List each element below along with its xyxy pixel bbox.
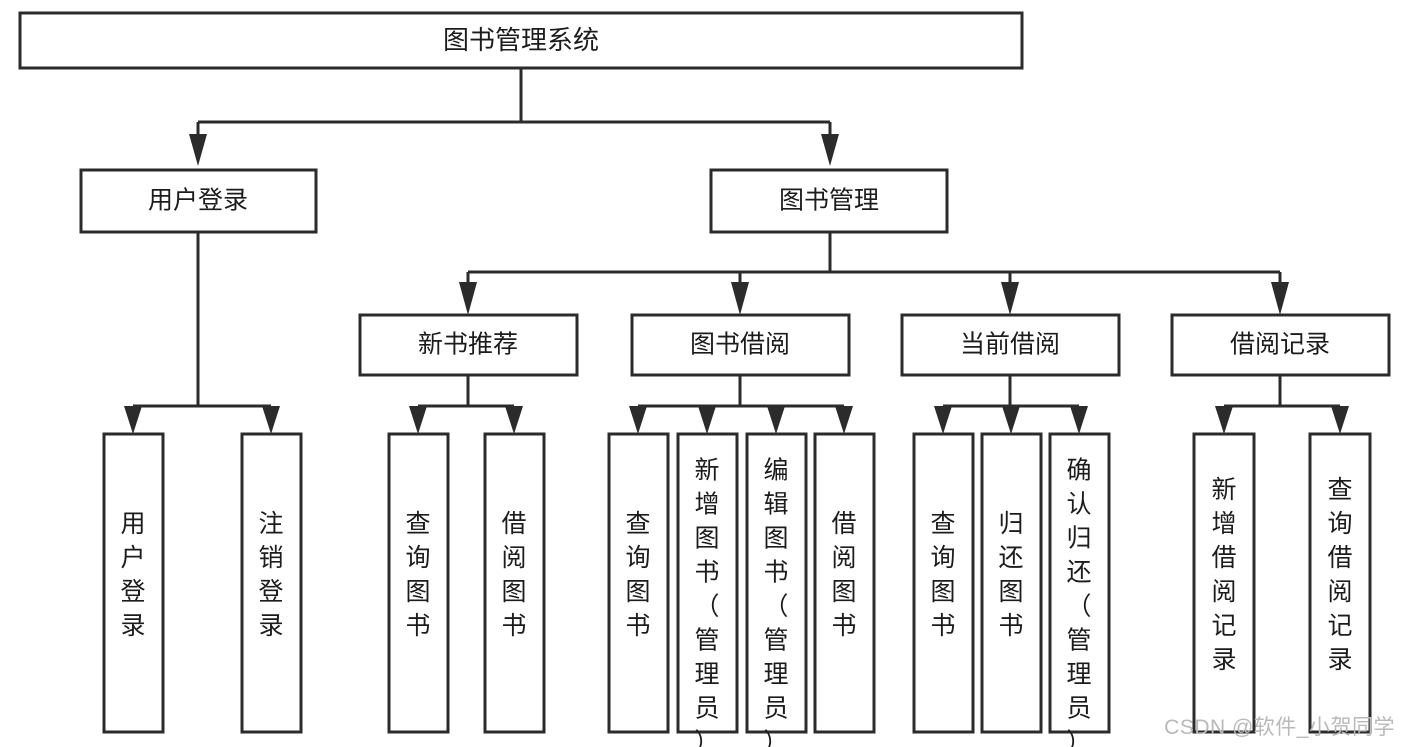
connectors-borrow-record-to-leaves — [1215, 375, 1349, 434]
node-root-label: 图书管理系统 — [443, 25, 599, 55]
leaf-box-user-login-2[interactable] — [240, 432, 303, 734]
arrow-icon-borrow-record — [1271, 282, 1289, 315]
leaf-label-current-borrow-2: 归还图书 — [998, 510, 1023, 640]
leaf-node[interactable]: 查询借阅记录 — [1308, 432, 1372, 734]
arrow-icon-ul-leaf2 — [262, 406, 280, 434]
arrow-icon-br-leaf1 — [1215, 406, 1233, 434]
leaf-label-borrow-record-1: 新增借阅记录 — [1211, 476, 1236, 674]
arrow-icon-bb-leaf2 — [698, 406, 716, 434]
leaf-node[interactable]: 注销登录 — [240, 432, 303, 734]
node-borrow-record-box[interactable] — [1170, 313, 1391, 377]
leaf-node[interactable]: 借阅图书 — [813, 432, 876, 734]
connectors-current-borrow-to-leaves — [934, 375, 1088, 434]
arrow-icon-book-manage — [821, 134, 839, 166]
leaf-label-book-borrow-2: 新增图书（管理员） — [694, 457, 719, 747]
leaf-label-new-book-1: 查询图书 — [405, 510, 430, 640]
leaf-box-user-login-1[interactable] — [102, 432, 165, 734]
arrow-icon-nb-leaf1 — [409, 406, 427, 434]
leaf-node[interactable]: 新增借阅记录 — [1192, 432, 1256, 734]
leaf-label-current-borrow-3: 确认归还（管理员） — [1066, 457, 1091, 747]
node-root[interactable]: 图书管理系统 — [18, 11, 1024, 70]
arrow-icon-cb-leaf1 — [934, 406, 952, 434]
node-borrow-record[interactable]: 借阅记录 — [1170, 313, 1391, 377]
leaf-label-new-book-2: 借阅图书 — [501, 510, 526, 640]
node-book-borrow-label: 图书借阅 — [690, 331, 790, 359]
node-book-manage[interactable]: 图书管理 — [709, 168, 949, 234]
leaf-box-current-borrow-3[interactable] — [1048, 432, 1111, 734]
leaf-label-current-borrow-1: 查询图书 — [930, 510, 955, 640]
leaf-box-book-borrow-2[interactable] — [676, 432, 739, 734]
node-user-login-label: 用户登录 — [148, 187, 248, 215]
node-book-borrow[interactable]: 图书借阅 — [630, 313, 851, 377]
leaf-node[interactable]: 归还图书 — [980, 432, 1043, 734]
connectors-root-to-level1 — [189, 68, 839, 166]
connectors-book-borrow-to-leaves — [629, 375, 853, 434]
arrow-icon-cb-leaf3 — [1070, 406, 1088, 434]
leaf-node[interactable]: 查询图书 — [912, 432, 975, 734]
connectors-book-manage-to-level2 — [459, 232, 1289, 315]
leaf-label-user-login-2: 注销登录 — [258, 510, 283, 640]
leaf-box-book-borrow-4[interactable] — [813, 432, 876, 734]
leaf-node[interactable]: 编辑图书（管理员） — [745, 432, 808, 747]
leaf-node[interactable]: 用户登录 — [102, 432, 165, 734]
arrow-icon-user-login — [189, 134, 207, 166]
node-user-login[interactable]: 用户登录 — [79, 168, 318, 234]
leaf-box-current-borrow-1[interactable] — [912, 432, 975, 734]
leaf-node[interactable]: 查询图书 — [387, 432, 450, 734]
node-current-borrow-box[interactable] — [900, 313, 1121, 377]
leaf-box-borrow-record-1[interactable] — [1192, 432, 1256, 734]
node-book-manage-box[interactable] — [709, 168, 949, 234]
arrow-icon-br-leaf2 — [1331, 406, 1349, 434]
leaf-box-new-book-1[interactable] — [387, 432, 450, 734]
leaf-box-book-borrow-3[interactable] — [745, 432, 808, 734]
arrow-icon-cb-leaf2 — [1002, 406, 1020, 434]
node-book-manage-label: 图书管理 — [779, 187, 879, 215]
node-current-borrow[interactable]: 当前借阅 — [900, 313, 1121, 377]
arrow-icon-book-borrow — [731, 282, 749, 315]
leaf-box-borrow-record-2[interactable] — [1308, 432, 1372, 734]
leaf-label-borrow-record-2: 查询借阅记录 — [1327, 476, 1352, 674]
leaf-label-user-login-1: 用户登录 — [120, 510, 145, 640]
leaf-node[interactable]: 借阅图书 — [483, 432, 546, 734]
node-root-box[interactable] — [18, 11, 1024, 70]
leaf-node[interactable]: 确认归还（管理员） — [1048, 432, 1111, 747]
arrow-icon-bb-leaf1 — [629, 406, 647, 434]
node-new-book-recommend[interactable]: 新书推荐 — [358, 313, 579, 377]
node-borrow-record-label: 借阅记录 — [1230, 331, 1330, 359]
leaf-label-book-borrow-1: 查询图书 — [625, 510, 650, 640]
connectors-new-book-to-leaves — [409, 375, 523, 434]
arrow-icon-current-borrow — [1001, 282, 1019, 315]
node-new-book-recommend-box[interactable] — [358, 313, 579, 377]
leaf-node[interactable]: 查询图书 — [607, 432, 670, 734]
arrow-icon-nb-leaf2 — [505, 406, 523, 434]
arrow-icon-bb-leaf3 — [767, 406, 785, 434]
leaf-box-current-borrow-2[interactable] — [980, 432, 1043, 734]
leaf-box-book-borrow-1[interactable] — [607, 432, 670, 734]
arrow-icon-ul-leaf1 — [124, 406, 142, 434]
node-user-login-box[interactable] — [79, 168, 318, 234]
connectors-user-login-to-leaves — [124, 232, 280, 434]
leaf-node[interactable]: 新增图书（管理员） — [676, 432, 739, 747]
node-current-borrow-label: 当前借阅 — [960, 331, 1060, 359]
arrow-icon-new-book — [459, 282, 477, 315]
leaf-label-book-borrow-3: 编辑图书（管理员） — [763, 457, 788, 747]
arrow-icon-bb-leaf4 — [835, 406, 853, 434]
node-new-book-recommend-label: 新书推荐 — [418, 331, 518, 359]
leaf-label-book-borrow-4: 借阅图书 — [831, 510, 856, 640]
node-book-borrow-box[interactable] — [630, 313, 851, 377]
leaf-box-new-book-2[interactable] — [483, 432, 546, 734]
